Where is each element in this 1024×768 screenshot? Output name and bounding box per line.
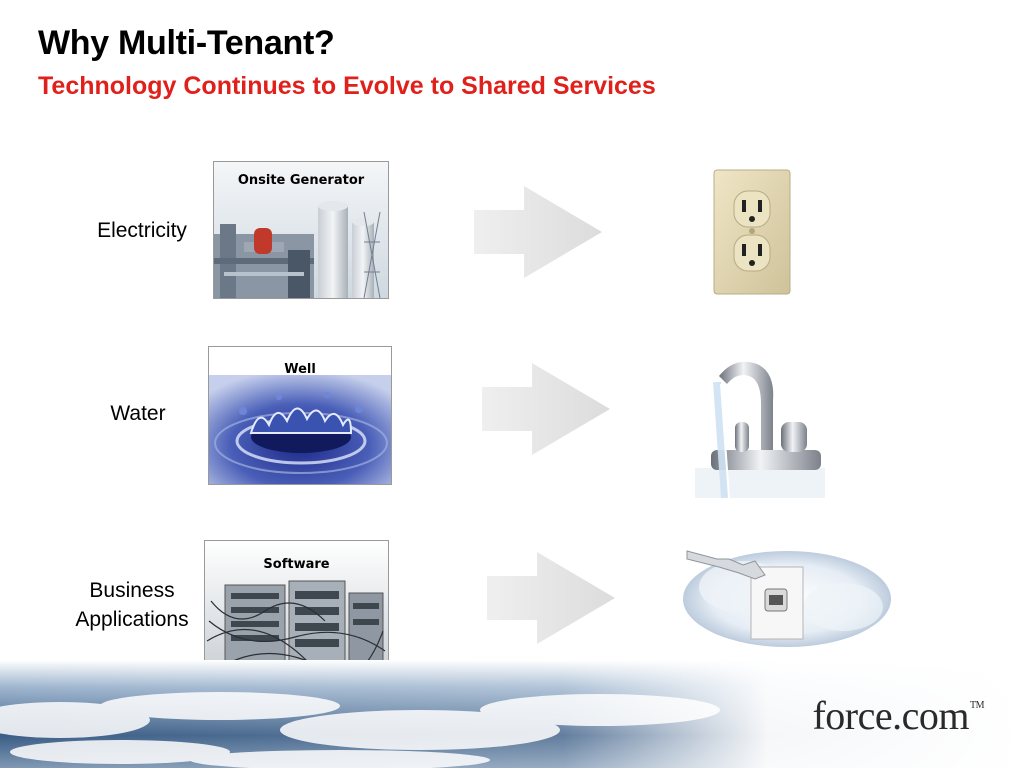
row-label-business-applications: Business Applications	[75, 579, 189, 631]
faucet-icon	[695, 350, 825, 498]
slide-title: Why Multi-Tenant?	[38, 24, 335, 62]
software-caption: Software	[263, 557, 330, 572]
slide-subtitle: Technology Continues to Evolve to Shared…	[38, 72, 656, 100]
sky-cloud-banner	[0, 660, 1024, 768]
row-label-electricity: Electricity	[97, 219, 187, 242]
wall-outlet-icon	[713, 169, 791, 295]
row-label-water: Water	[110, 402, 166, 425]
software-photo: Software	[204, 540, 389, 680]
server-rack-icon	[205, 541, 388, 679]
water-splash-icon	[209, 347, 391, 484]
arrow-right-icon	[487, 552, 615, 644]
force-com-wordmark: force.com	[812, 693, 969, 738]
power-plant-icon	[214, 162, 388, 298]
trademark-mark: TM	[970, 700, 985, 711]
network-cloud-icon	[683, 543, 907, 657]
onsite-generator-caption: Onsite Generator	[237, 173, 365, 188]
well-photo: Well	[208, 346, 392, 485]
force-com-logo: force.comTM	[812, 692, 984, 739]
arrow-right-icon	[474, 186, 602, 278]
arrow-right-icon	[482, 363, 610, 455]
onsite-generator-photo: Onsite Generator	[213, 161, 389, 299]
well-caption: Well	[284, 362, 316, 377]
